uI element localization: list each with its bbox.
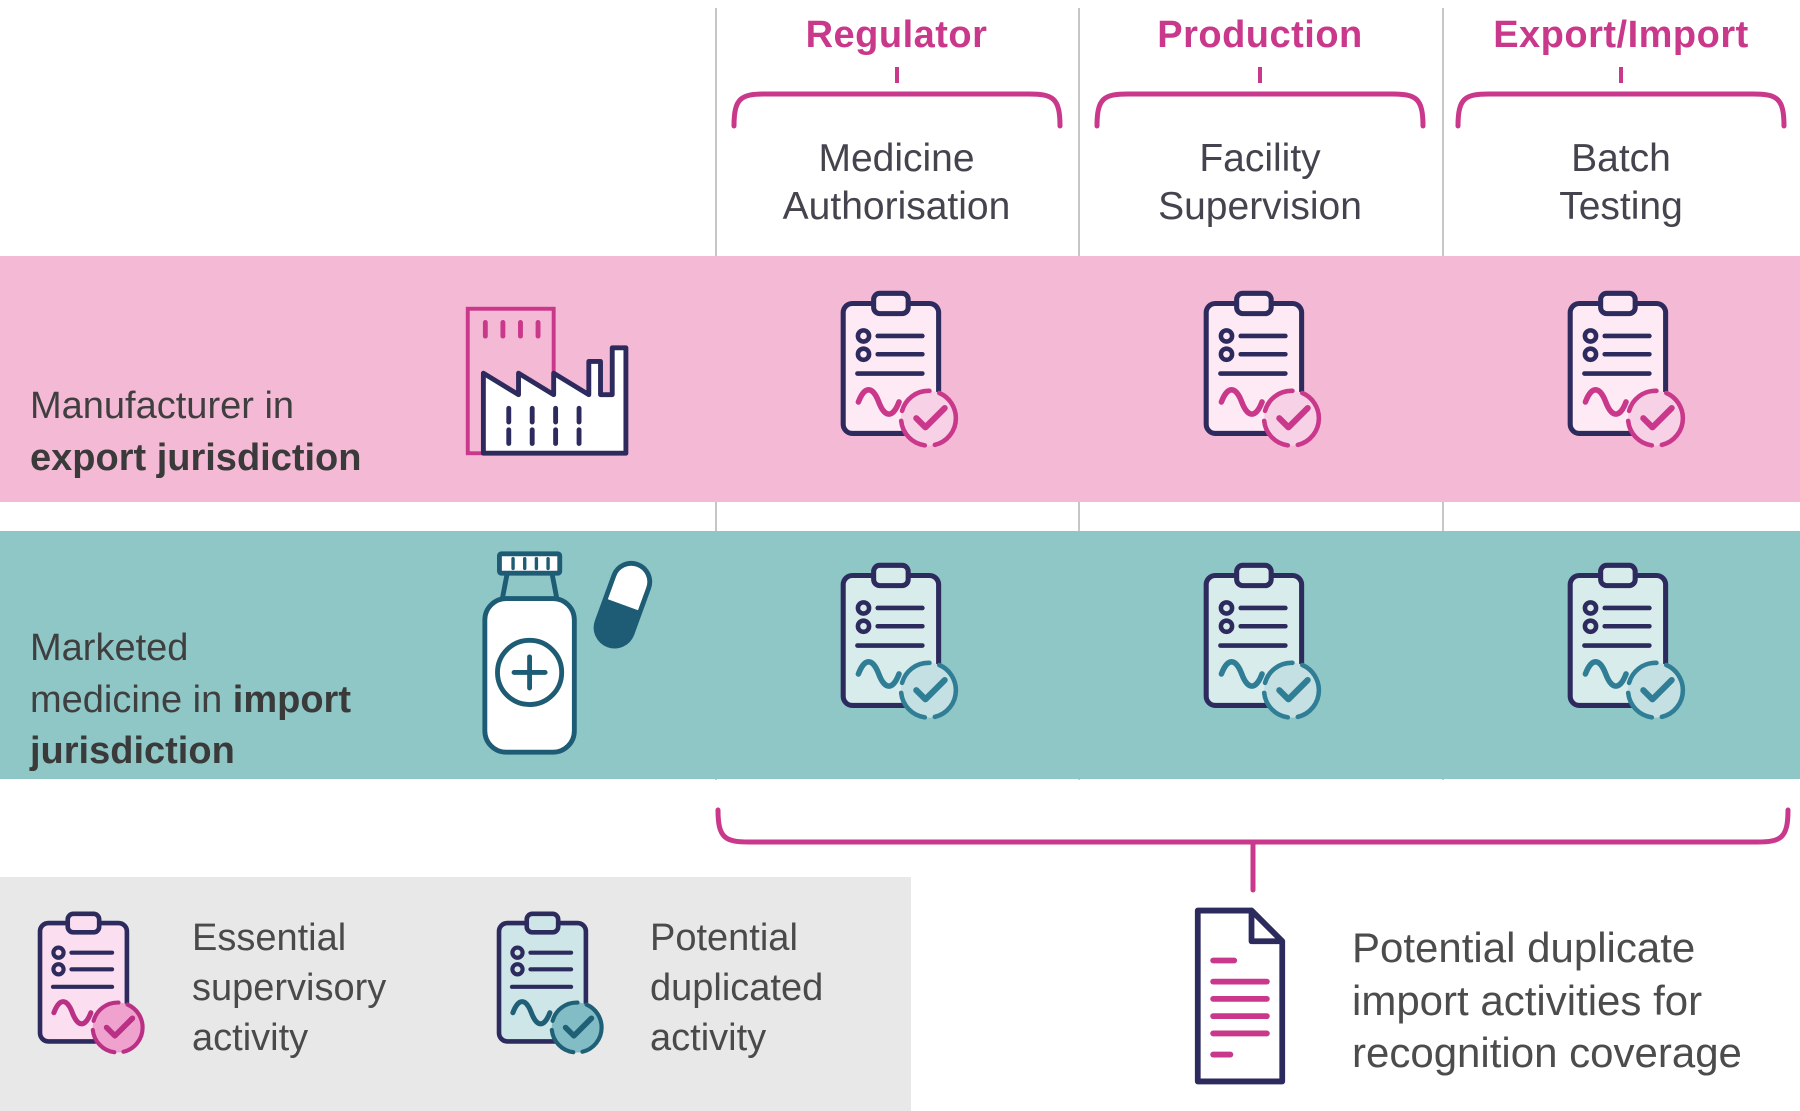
duplicated-activity-clipboard-icon (1193, 560, 1327, 727)
export-row-label: Manufacturer in export jurisdiction (30, 330, 430, 484)
import-row-label: Marketed medicine in import jurisdiction (30, 572, 430, 777)
column-group-title: Production (1157, 14, 1363, 56)
top-brace (1094, 91, 1426, 129)
export-row-label-bold: export jurisdiction (30, 436, 362, 479)
top-brace (1455, 91, 1787, 129)
export-row-label-regular: Manufacturer in (30, 385, 295, 428)
document-icon (1194, 907, 1286, 1085)
essential-clipboard-icon (28, 909, 150, 1061)
column-activity-label: Batch Testing (1559, 137, 1683, 228)
legend-duplicated-label: Potential duplicated activity (650, 917, 824, 1060)
duplicated-activity-clipboard-icon (1557, 560, 1691, 727)
column-header-regulator: Regulator Medicine Authorisation (715, 14, 1078, 230)
bottom-brace (715, 807, 1791, 893)
essential-activity-clipboard-icon (1557, 288, 1691, 455)
bracket-tick (894, 67, 899, 83)
essential-activity-clipboard-icon (1193, 288, 1327, 455)
column-activity-label: Facility Supervision (1158, 137, 1362, 228)
medicine-bottle-icon (482, 551, 653, 755)
top-brace (731, 91, 1062, 129)
column-header-production: Production Facility Supervision (1078, 14, 1442, 230)
column-header-export-import: Export/Import Batch Testing (1442, 14, 1800, 230)
column-group-title: Export/Import (1493, 14, 1749, 56)
duplicated-clipboard-icon (487, 909, 609, 1061)
bracket-tick (1619, 67, 1623, 83)
bracket-tick (1258, 67, 1262, 83)
legend-essential-label: Essential supervisory activity (192, 917, 387, 1060)
callout-text: Potential duplicate import activities fo… (1352, 924, 1742, 1076)
factory-icon (465, 306, 629, 456)
import-row-label-bold: import jurisdiction (30, 678, 351, 772)
import-row-label-regular: Marketed medicine in (30, 627, 223, 721)
duplicated-activity-clipboard-icon (830, 560, 964, 727)
capsule-icon (593, 560, 653, 649)
column-group-title: Regulator (805, 14, 988, 56)
essential-activity-clipboard-icon (830, 288, 964, 455)
legend: Essential supervisory activity Potential… (0, 877, 911, 1111)
column-activity-label: Medicine Authorisation (782, 137, 1011, 228)
